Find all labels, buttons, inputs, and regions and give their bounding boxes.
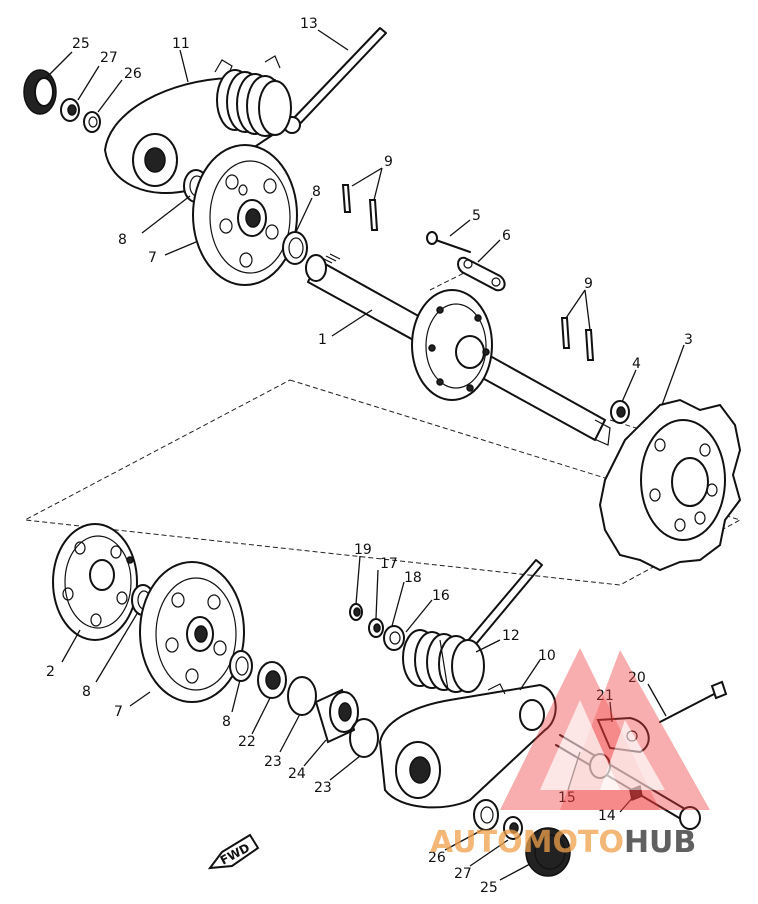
part-20-bolt xyxy=(659,680,728,723)
part-23-circlip-b xyxy=(349,718,379,758)
callout-23-b: 23 xyxy=(314,780,332,796)
callout-17: 17 xyxy=(380,556,398,572)
callout-18: 18 xyxy=(404,570,422,586)
fwd-direction-arrow: FWD xyxy=(207,833,260,870)
part-8-washer-upper-right xyxy=(282,231,308,265)
callout-11: 11 xyxy=(172,36,190,52)
part-13-rod xyxy=(283,27,387,134)
callout-9-upper: 9 xyxy=(384,154,393,170)
watermark-triangle-logo xyxy=(500,648,710,810)
callout-14: 14 xyxy=(598,808,616,824)
part-9-pins-right xyxy=(560,317,595,361)
part-6-link-plate xyxy=(457,256,506,292)
callout-27-upper: 27 xyxy=(100,50,118,66)
part-17-nut xyxy=(368,618,384,638)
callout-19: 19 xyxy=(354,542,372,558)
callout-24: 24 xyxy=(288,766,306,782)
part-26-washer-upper xyxy=(83,111,101,133)
callout-5: 5 xyxy=(472,208,481,224)
callout-27-lower: 27 xyxy=(454,866,472,882)
part-7-wheel-lower xyxy=(139,561,245,703)
part-24-bearing xyxy=(314,688,359,744)
callout-20: 20 xyxy=(628,670,646,686)
part-26-washer-lower xyxy=(473,799,499,831)
callout-10: 10 xyxy=(538,648,556,664)
part-12-rod xyxy=(459,559,543,657)
callout-22: 22 xyxy=(238,734,256,750)
callout-7-lower: 7 xyxy=(114,704,123,720)
autmotohub-watermark: AUTOMOTOHUB xyxy=(430,648,710,860)
callout-8-upper-left: 8 xyxy=(118,232,127,248)
callout-25-upper: 25 xyxy=(72,36,90,52)
part-11-coil-spring xyxy=(216,55,292,137)
callout-16: 16 xyxy=(432,588,450,604)
callout-1: 1 xyxy=(318,332,327,348)
callout-25-lower: 25 xyxy=(480,880,498,896)
callout-7-upper: 7 xyxy=(148,250,157,266)
callout-8-lower-right: 8 xyxy=(222,714,231,730)
part-18-washer xyxy=(383,625,405,651)
part-9-pins-upper xyxy=(341,184,379,231)
part-4-collar xyxy=(610,400,630,424)
part-25-bearing-cap-upper xyxy=(23,69,57,115)
callout-9-right: 9 xyxy=(584,276,593,292)
leader-lines xyxy=(45,29,685,881)
callout-15: 15 xyxy=(558,790,576,806)
callout-12: 12 xyxy=(502,628,520,644)
part-8-washer-lower-right xyxy=(229,650,253,682)
part-23-circlip-a xyxy=(287,676,317,716)
part-11-drive-housing xyxy=(104,59,281,195)
part-2-sprocket-plate xyxy=(52,523,138,641)
callout-23-a: 23 xyxy=(264,754,282,770)
callout-26-lower: 26 xyxy=(428,850,446,866)
callout-8-upper-right: 8 xyxy=(312,184,321,200)
part-16-coil-spring xyxy=(402,629,485,693)
part-10-bracket xyxy=(378,683,557,809)
callout-13: 13 xyxy=(300,16,318,32)
callout-8-lower-left: 8 xyxy=(82,684,91,700)
callout-4: 4 xyxy=(632,356,641,372)
callout-26-upper: 26 xyxy=(124,66,142,82)
watermark-text: AUTOMOTOHUB xyxy=(430,825,696,860)
part-27-nut-upper xyxy=(60,98,80,122)
callout-6: 6 xyxy=(502,228,511,244)
callout-numbers: 25 27 26 11 13 9 8 8 7 5 6 1 9 3 4 19 17… xyxy=(46,16,693,896)
callout-3: 3 xyxy=(684,332,693,348)
part-7-wheel-upper xyxy=(192,144,298,286)
part-3-sprocket xyxy=(598,398,742,572)
callout-21: 21 xyxy=(596,688,614,704)
part-5-bolt xyxy=(426,231,471,253)
part-19-pin xyxy=(349,603,363,621)
part-22-bearing xyxy=(257,661,287,699)
callout-2: 2 xyxy=(46,664,55,680)
part-27-nut-lower xyxy=(503,816,523,840)
part-25-bearing-cap-lower xyxy=(525,827,571,877)
part-1-drive-shaft xyxy=(305,253,611,446)
